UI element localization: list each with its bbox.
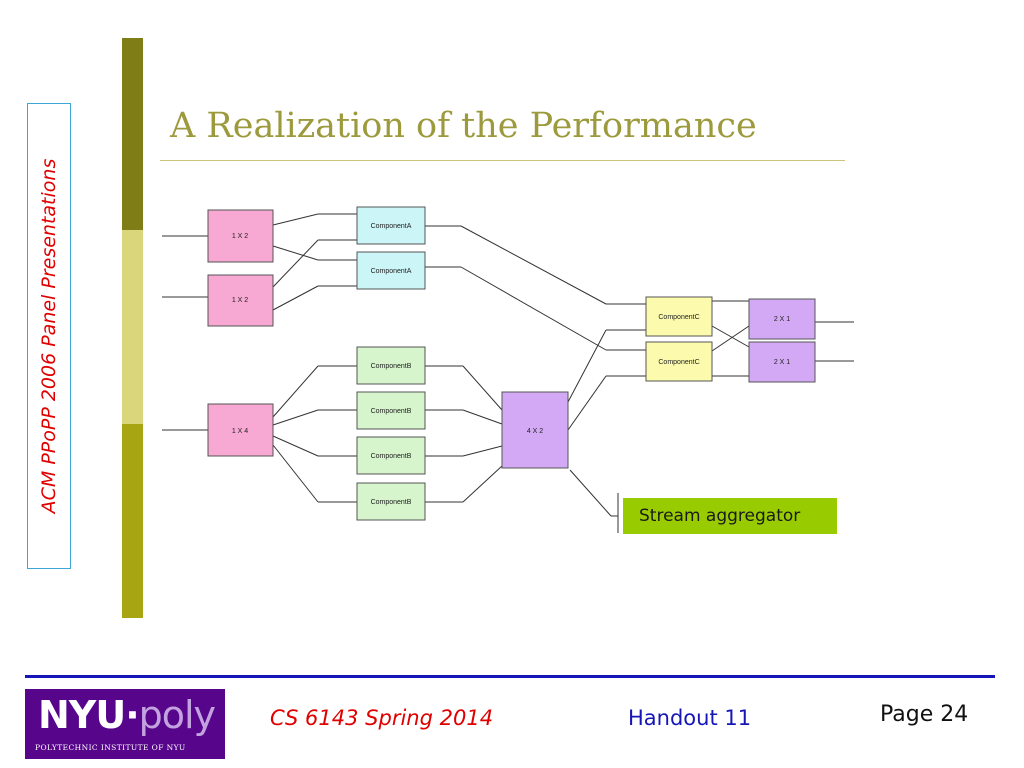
component-a-1-box: ComponentA: [356, 206, 426, 245]
component-b-4-label: ComponentB: [371, 499, 412, 506]
component-a-2-box: ComponentA: [356, 251, 426, 290]
title-underline: [160, 160, 845, 161]
nyu-poly-logo: NYU·poly POLYTECHNIC INSTITUTE OF NYU: [25, 689, 225, 759]
accent-bar-dark: [122, 38, 143, 230]
splitter-1x2-bottom-label: 1 X 2: [232, 297, 248, 304]
logo-dot: ·: [125, 693, 139, 737]
logo-wordmark: NYU·poly: [38, 693, 216, 737]
component-a-2-label: ComponentA: [371, 268, 412, 275]
accent-bar-medium: [122, 424, 143, 618]
component-a-1-label: ComponentA: [371, 223, 412, 230]
slide-title: A Realization of the Performance: [170, 106, 757, 146]
component-b-1-box: ComponentB: [356, 346, 426, 385]
page-number: Page 24: [880, 702, 969, 727]
diagram-boxes: 1 X 2 1 X 2 1 X 4 ComponentA ComponentA …: [207, 206, 816, 521]
merger-2x1-bottom-box: 2 X 1: [748, 341, 816, 383]
splitter-1x2-bottom-box: 1 X 2: [207, 274, 274, 327]
component-b-3-box: ComponentB: [356, 436, 426, 475]
merger-2x1-top-box: 2 X 1: [748, 298, 816, 340]
splitter-1x4-box: 1 X 4: [207, 403, 274, 457]
course-label: CS 6143 Spring 2014: [270, 706, 494, 730]
merger-2x1-top-label: 2 X 1: [774, 316, 790, 323]
component-c-2-label: ComponentC: [658, 359, 699, 366]
component-b-3-label: ComponentB: [371, 453, 412, 460]
logo-poly: poly: [138, 693, 216, 737]
merger-4x2-box: 4 X 2: [501, 391, 569, 469]
splitter-1x4-label: 1 X 4: [232, 428, 248, 435]
connector-lines: [162, 213, 854, 533]
component-b-1-label: ComponentB: [371, 363, 412, 370]
logo-subtitle: POLYTECHNIC INSTITUTE OF NYU: [35, 743, 186, 752]
component-b-2-label: ComponentB: [371, 408, 412, 415]
component-b-2-box: ComponentB: [356, 391, 426, 430]
component-b-4-box: ComponentB: [356, 482, 426, 521]
component-c-1-box: ComponentC: [645, 296, 713, 337]
merger-2x1-bottom-label: 2 X 1: [774, 359, 790, 366]
merger-4x2-label: 4 X 2: [527, 428, 543, 435]
splitter-1x2-top-box: 1 X 2: [207, 209, 274, 263]
accent-bar-light: [122, 230, 143, 424]
handout-label: Handout 11: [628, 706, 752, 730]
stream-aggregator-callout: Stream aggregator: [623, 498, 837, 534]
sidebar-label-box: ACM PPoPP 2006 Panel Presentations: [27, 103, 71, 569]
splitter-1x2-top-label: 1 X 2: [232, 233, 248, 240]
footer-divider: [25, 675, 995, 678]
component-c-2-box: ComponentC: [645, 341, 713, 382]
component-c-1-label: ComponentC: [658, 314, 699, 321]
logo-nyu: NYU: [38, 693, 126, 737]
